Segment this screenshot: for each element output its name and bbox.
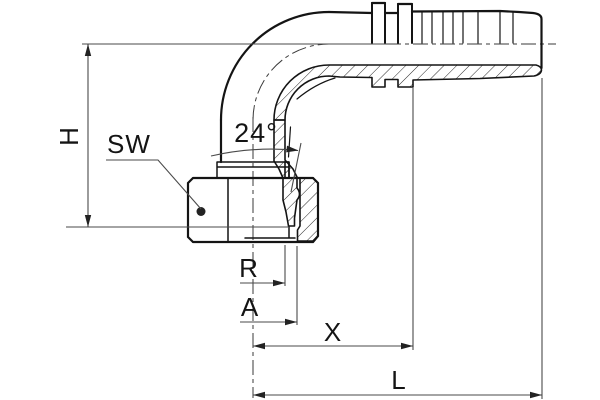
seal-recess-lines	[244, 226, 296, 239]
arrow-down-icon	[84, 215, 92, 227]
dimension-cone-angle: 24°	[210, 118, 302, 193]
tail-wall-section	[273, 64, 543, 121]
dimension-l: L	[253, 78, 543, 399]
arrow-up-icon	[84, 44, 92, 56]
sw-leader-dot	[196, 207, 206, 216]
dimension-h: H	[54, 43, 386, 228]
sw-leader-line	[106, 159, 202, 210]
inner-bend-silhouette	[296, 77, 336, 100]
tail-barb-edges	[421, 10, 514, 44]
dimension-x: X	[253, 88, 414, 350]
nut-section	[296, 177, 319, 242]
label-h: H	[54, 126, 84, 146]
nut-outline	[186, 176, 320, 244]
label-r: R	[239, 253, 259, 283]
tail-ring-edges	[371, 2, 413, 44]
swivel-nut	[186, 176, 320, 244]
arrow-right-icon	[530, 391, 542, 399]
inner-leg-silhouette	[287, 126, 292, 158]
section-hatching	[273, 64, 543, 242]
arrow-left-icon	[253, 342, 265, 350]
dimension-sw: SW	[106, 129, 202, 210]
arrow-right-icon	[273, 279, 285, 287]
label-l: L	[391, 365, 406, 395]
bend-centerline-arc	[252, 43, 330, 121]
tail-top-profile	[327, 1, 543, 70]
label-sw: SW	[107, 129, 151, 159]
arrow-right-icon	[401, 342, 413, 350]
label-a: A	[241, 292, 259, 322]
hose-tail	[327, 1, 543, 70]
label-x: X	[324, 317, 342, 347]
dimension-a: A	[240, 246, 298, 326]
centerlines	[252, 43, 556, 398]
label-cone-angle: 24°	[234, 118, 278, 148]
arrow-left-icon	[253, 391, 265, 399]
collar	[216, 161, 290, 179]
arrow-right-icon	[285, 318, 297, 326]
arrow-right-icon	[286, 145, 299, 153]
dimension-r: R	[239, 245, 286, 287]
cone-extension-line	[290, 142, 302, 193]
